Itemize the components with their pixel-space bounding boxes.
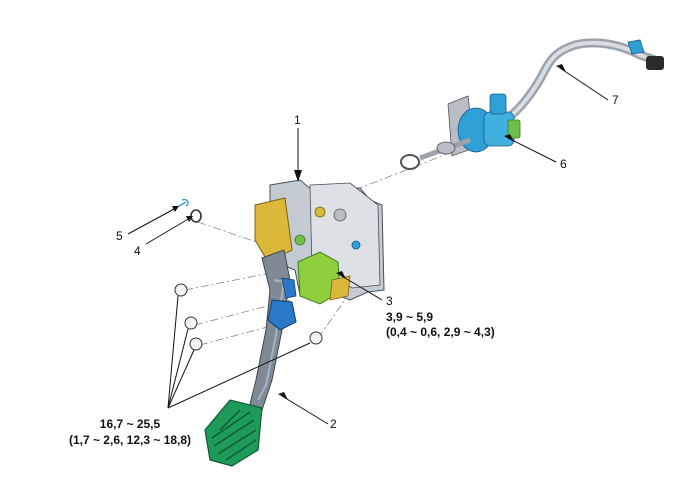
nut-3: [189, 337, 203, 351]
washer-and-pin: [171, 198, 202, 223]
clutch-switch-sensor: [297, 251, 351, 305]
nut-2: [184, 316, 198, 330]
leader-lines: [127, 64, 609, 425]
clutch-pedal: [204, 249, 297, 467]
torque-bracket-line2: (0,4 ~ 0,6, 2,9 ~ 4,3): [386, 325, 495, 339]
clutch-master-cylinder: [400, 38, 664, 170]
callout-5: 5: [116, 229, 123, 243]
callout-6: 6: [560, 157, 567, 171]
nut-1: [174, 283, 188, 297]
torque-nuts-line1: 16,7 ~ 25,5: [100, 417, 161, 431]
callout-1: 1: [294, 113, 301, 127]
nut-4: [309, 331, 323, 345]
mounting-nuts: [174, 283, 323, 351]
torque-bracket-line1: 3,9 ~ 5,9: [386, 310, 433, 324]
torque-nuts-line2: (1,7 ~ 2,6, 12,3 ~ 18,8): [69, 433, 191, 447]
callout-3: 3: [386, 294, 393, 308]
callout-4: 4: [134, 244, 141, 258]
callout-7: 7: [612, 93, 619, 107]
callout-2: 2: [330, 417, 337, 431]
